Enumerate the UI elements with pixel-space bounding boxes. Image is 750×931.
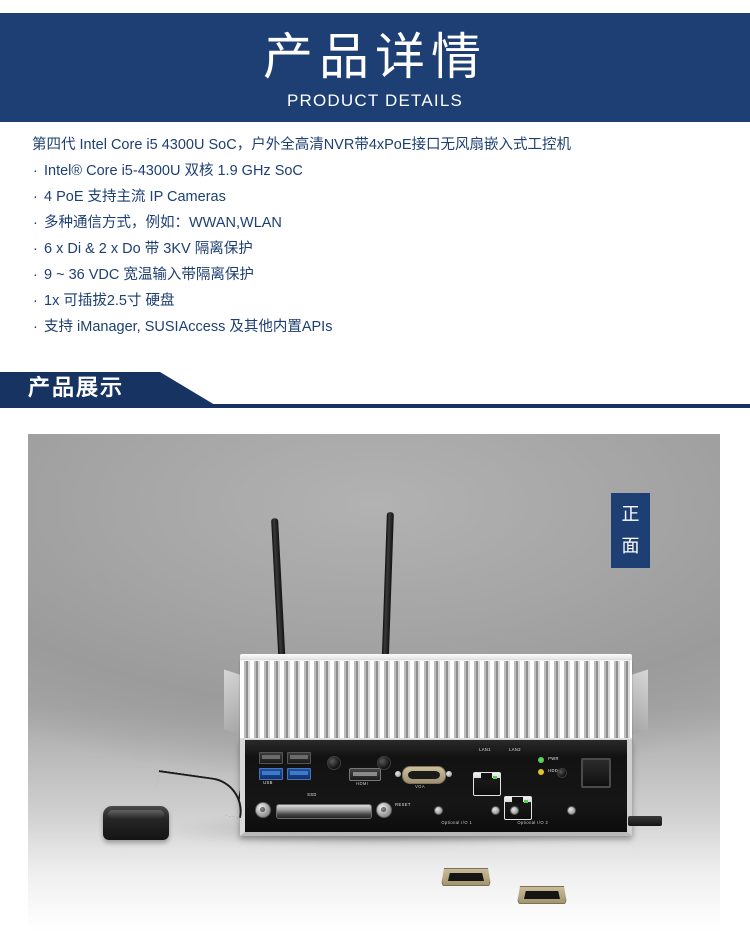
spec-item-label: 1x 可插拔2.5寸 硬盘 <box>44 293 175 309</box>
list-item: · 6 x Di & 2 x Do 带 3KV 隔离保护 <box>0 236 750 262</box>
page-title-en: PRODUCT DETAILS <box>286 91 464 110</box>
spec-item-label: 多种通信方式，例如：WWAN,WLAN <box>44 215 282 231</box>
list-item: · 9 ~ 36 VDC 宽温输入带隔离保护 <box>0 262 750 288</box>
list-item: · 支持 iManager, SUSIAccess 及其他内置APIs <box>0 314 750 340</box>
usb3-label: USB <box>263 780 273 785</box>
view-badge-char-2: 面 <box>621 535 640 557</box>
hdd-led-label: HDD <box>548 768 559 773</box>
ssd-bay-label: SSD <box>307 792 317 797</box>
power-connector <box>581 758 611 788</box>
optional-io-1-port <box>441 868 491 886</box>
gps-puck-antenna <box>103 806 169 840</box>
lan2-label: LAN2 <box>509 747 521 752</box>
optional-io-1-label: Optional I/O 1 <box>441 820 473 825</box>
optional-io-2-port <box>517 886 567 904</box>
view-badge-char-1: 正 <box>621 503 640 525</box>
spec-heading: 第四代 Intel Core i5 4300U SoC，户外全高清NVR带4xP… <box>32 137 572 153</box>
lan2-led <box>524 800 528 803</box>
spec-item-label: 支持 iManager, SUSIAccess 及其他内置APIs <box>44 319 333 335</box>
bullet-icon: · <box>33 163 38 179</box>
page-title-banner: 产品详情 PRODUCT DETAILS <box>0 13 750 122</box>
section-header-rule <box>0 404 750 408</box>
list-item: · 多种通信方式，例如：WWAN,WLAN <box>0 210 750 236</box>
product-photo: 正 面 USB HDMI VG <box>28 434 720 931</box>
lan2-port <box>504 796 532 820</box>
vga-screw-left <box>395 771 401 777</box>
view-badge-front: 正 面 <box>611 493 650 568</box>
optional-io-1-screw-left <box>434 806 443 815</box>
usb2-port-1 <box>259 752 283 764</box>
spec-feature-list: · Intel® Core i5-4300U 双核 1.9 GHz SoC · 4 … <box>0 158 750 340</box>
bullet-icon: · <box>33 241 38 257</box>
usb3-port-2 <box>287 768 311 780</box>
hdd-led <box>538 769 544 775</box>
antenna-sma-hole-2 <box>377 756 391 770</box>
lan1-port <box>473 772 501 796</box>
list-item: · 4 PoE 支持主流 IP Cameras <box>0 184 750 210</box>
heatsink-fins <box>240 660 632 743</box>
heatsink-top-edge <box>240 654 632 663</box>
vga-label: VGA <box>415 784 425 789</box>
optional-io-1-screw-right <box>491 806 500 815</box>
optional-io-2-screw-right <box>567 806 576 815</box>
optional-io-2-screw-left <box>510 806 519 815</box>
lan1-label: LAN1 <box>479 747 491 752</box>
spec-item-label: 4 PoE 支持主流 IP Cameras <box>44 189 226 205</box>
lan1-led <box>493 776 497 779</box>
vga-screw-right <box>446 771 452 777</box>
pwr-led <box>538 757 544 763</box>
bullet-icon: · <box>33 293 38 309</box>
spec-item-label: 6 x Di & 2 x Do 带 3KV 隔离保护 <box>44 241 253 257</box>
spec-item-label: 9 ~ 36 VDC 宽温输入带隔离保护 <box>44 267 254 283</box>
hdmi-label: HDMI <box>356 781 369 786</box>
optional-io-2-label: Optional I/O 2 <box>517 820 549 825</box>
bullet-icon: · <box>33 189 38 205</box>
side-cable <box>628 816 662 826</box>
antenna-sma-hole-3 <box>557 768 567 778</box>
pwr-led-label: PWR <box>548 756 559 761</box>
spec-item-label: Intel® Core i5-4300U 双核 1.9 GHz SoC <box>44 163 303 179</box>
io-panel: USB HDMI VGA LAN1 LAN2 PWR HDD <box>240 740 632 904</box>
spec-summary: 第四代 Intel Core i5 4300U SoC，户外全高清NVR带4xP… <box>0 132 750 340</box>
ssd-drive-bay <box>276 804 372 819</box>
hdmi-port <box>349 768 381 781</box>
section-header-product-gallery: 产品展示 <box>0 372 750 408</box>
usb3-port-1 <box>259 768 283 780</box>
industrial-pc-device: USB HDMI VGA LAN1 LAN2 PWR HDD <box>224 652 648 904</box>
list-item: · 1x 可插拔2.5寸 硬盘 <box>0 288 750 314</box>
ssd-bay-screw-left <box>255 802 271 818</box>
list-item: · Intel® Core i5-4300U 双核 1.9 GHz SoC <box>0 158 750 184</box>
usb2-port-2 <box>287 752 311 764</box>
vga-port <box>402 766 446 784</box>
section-header-label: 产品展示 <box>28 376 125 401</box>
bullet-icon: · <box>33 319 38 335</box>
reset-label: RESET <box>395 802 411 807</box>
bullet-icon: · <box>33 267 38 283</box>
page-title-cn: 产品详情 <box>263 28 487 86</box>
bullet-icon: · <box>33 215 38 231</box>
antenna-sma-hole-1 <box>327 756 341 770</box>
ssd-bay-screw-right <box>376 802 392 818</box>
